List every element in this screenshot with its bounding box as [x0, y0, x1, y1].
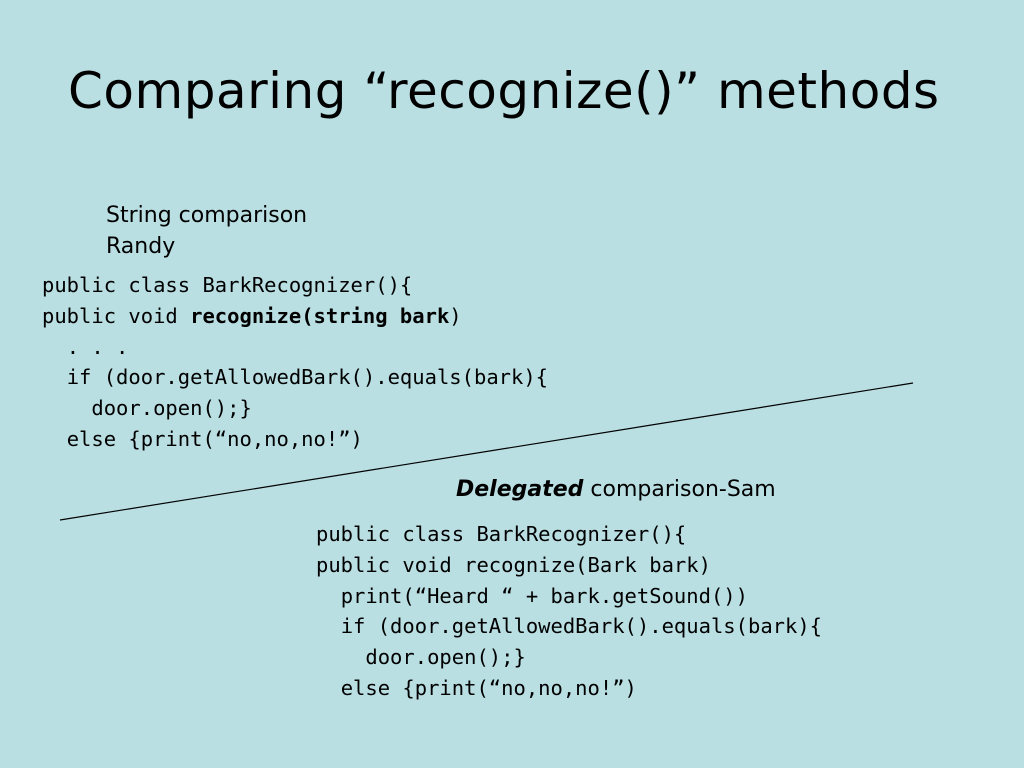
- section-b-label: Delegated comparison-Sam: [456, 477, 776, 502]
- code-line: . . .: [66, 334, 129, 359]
- code-bold-fragment: recognize(string bark: [190, 303, 450, 328]
- code-line: public class BarkRecognizer(){: [316, 522, 687, 546]
- code-line: else {print(“no,no,no!”): [340, 675, 637, 700]
- section-b-label-emphasis: Delegated: [456, 477, 584, 502]
- code-line: public void recognize(Bark bark): [316, 552, 711, 577]
- code-line: if (door.getAllowedBark().equals(bark){: [340, 614, 823, 639]
- code-line: door.open();}: [365, 645, 526, 670]
- code-line: public void recognize(string bark): [42, 303, 462, 328]
- section-b-label-rest: comparison-Sam: [583, 477, 776, 502]
- code-line: print(“Heard “ + bark.getSound()): [340, 583, 748, 608]
- code-line: public class BarkRecognizer(){: [42, 273, 413, 297]
- slide-title: Comparing “recognize()” methods: [68, 62, 940, 120]
- code-block-string-comparison: public class BarkRecognizer(){ public voi…: [42, 270, 548, 455]
- code-line: door.open();}: [91, 396, 252, 421]
- code-line: else {print(“no,no,no!”): [66, 426, 363, 451]
- section-a-label-line2: Randy: [106, 234, 176, 259]
- code-line: if (door.getAllowedBark().equals(bark){: [66, 365, 549, 390]
- section-a-label-line1: String comparison: [106, 203, 308, 228]
- code-block-delegated-comparison: public class BarkRecognizer(){ public voi…: [316, 519, 822, 704]
